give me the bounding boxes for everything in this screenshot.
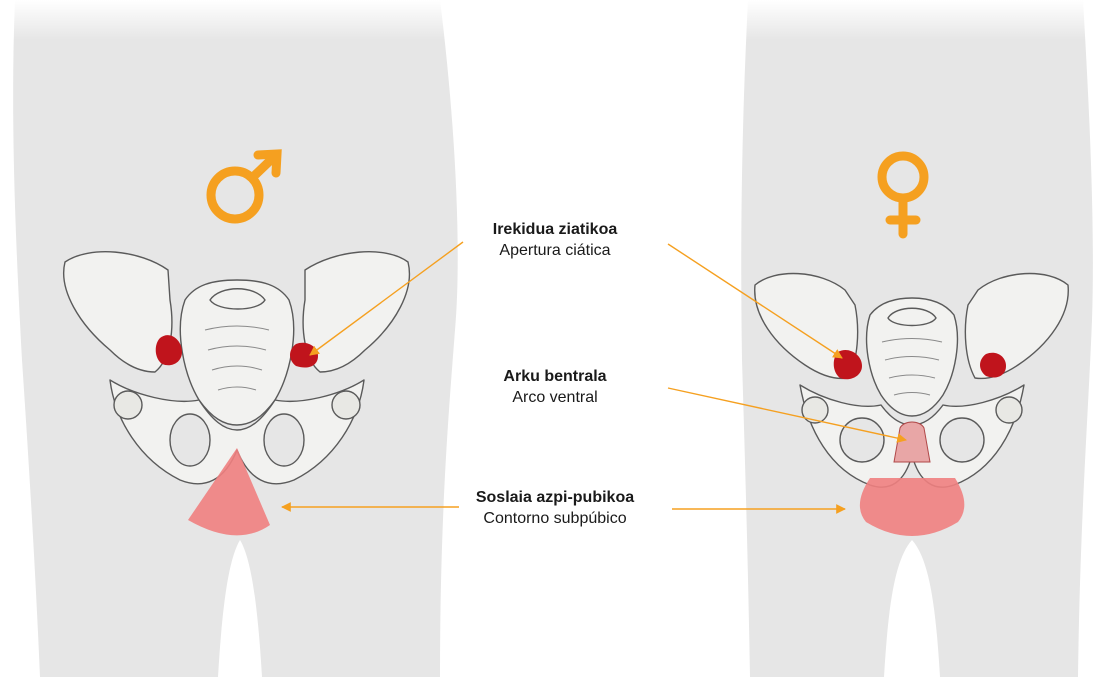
- subpubic-contour-subtitle: Contorno subpúbico: [440, 508, 670, 529]
- subpubic-contour-title: Soslaia azpi-pubikoa: [440, 487, 670, 508]
- male-right-acetabulum: [332, 391, 360, 419]
- male-left-obturator-foramen: [170, 414, 210, 466]
- female-left-acetabulum: [802, 397, 828, 423]
- subpubic-contour-label: Soslaia azpi-pubikoa Contorno subpúbico: [440, 487, 670, 529]
- sciatic-aperture-label: Irekidua ziatikoa Apertura ciática: [455, 219, 655, 261]
- sciatic-aperture-subtitle: Apertura ciática: [455, 240, 655, 261]
- male-left-acetabulum: [114, 391, 142, 419]
- ventral-arc-subtitle: Arco ventral: [485, 387, 625, 408]
- female-figure: [720, 0, 1097, 677]
- female-right-acetabulum: [996, 397, 1022, 423]
- ventral-arc-title: Arku bentrala: [485, 366, 625, 387]
- ventral-arc-label: Arku bentrala Arco ventral: [485, 366, 625, 408]
- male-right-obturator-foramen: [264, 414, 304, 466]
- male-figure: [0, 0, 470, 677]
- female-right-obturator-foramen: [940, 418, 984, 462]
- female-left-obturator-foramen: [840, 418, 884, 462]
- sciatic-aperture-title: Irekidua ziatikoa: [455, 219, 655, 240]
